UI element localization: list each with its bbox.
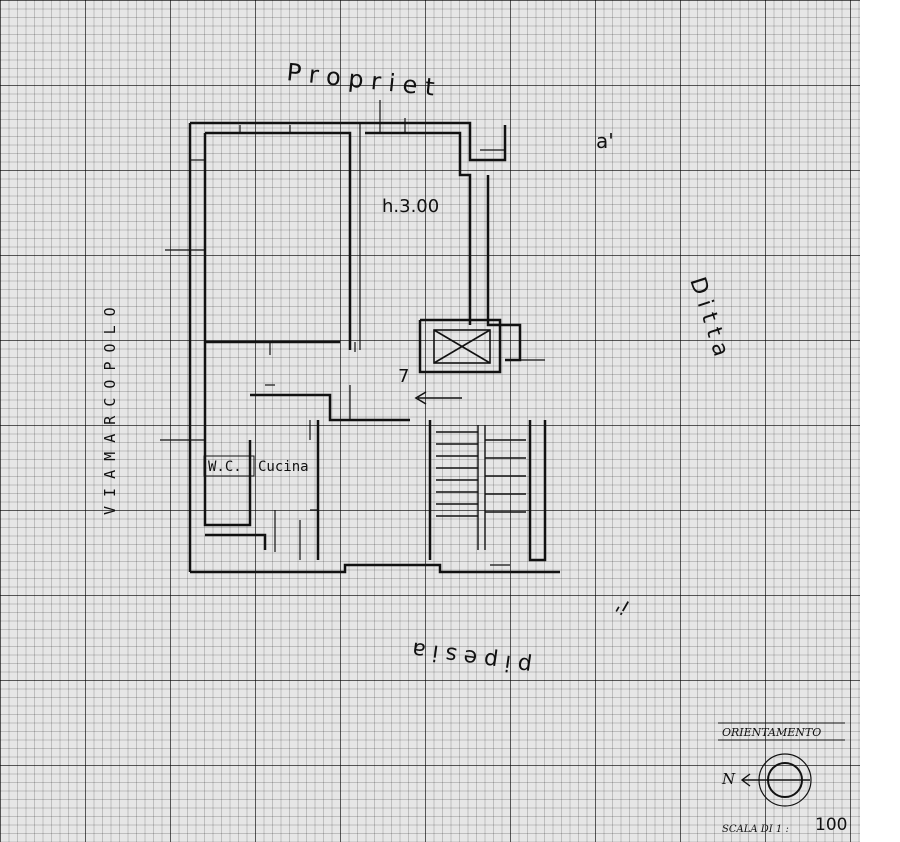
legend-scale-value: 100 (815, 815, 847, 835)
label-top-property: P r o p r i e t (285, 58, 435, 101)
wall-elevator-outer (418, 318, 502, 374)
wall-bath (203, 340, 252, 527)
label-bottom-name-tail: i' (612, 593, 634, 619)
legend-scale-label: SCALA DI 1 : (722, 824, 789, 835)
wall-details (160, 100, 545, 566)
label-bottom-name: p i p e s i a (410, 636, 533, 678)
wall-top-inner (205, 131, 352, 350)
outer-walls (188, 121, 560, 574)
label-box-bath (203, 455, 255, 477)
sheet-edge (860, 0, 900, 842)
entrance-arrow (414, 391, 462, 405)
wall-mid-east (365, 131, 472, 325)
elevator-shaft (433, 329, 491, 364)
wall-south-inner (205, 533, 267, 550)
wall-top (190, 121, 507, 162)
legend-orientation-title: ORIENTAMENTO (722, 726, 821, 739)
label-wc: W.C. (208, 459, 242, 475)
legend-north-letter: N (721, 770, 736, 788)
orientation-legend: ORIENTAMENTO N SCALA DI 1 : 100 (718, 722, 847, 835)
label-kitchen: Cucina (258, 459, 309, 475)
label-street: V I A M A R C O P O L O (101, 307, 119, 515)
staircase (436, 425, 526, 550)
label-ditta: D i t t a (684, 274, 733, 359)
wall-partition-lower (250, 393, 410, 422)
wall-east-upper (486, 175, 522, 362)
label-arrow-number: 7 (398, 366, 409, 387)
wall-south (190, 563, 560, 574)
wall-stair-east (528, 420, 547, 562)
label-top-property-tail: a' (596, 129, 614, 153)
floor-plan-drawing: P r o p r i e t a' h.3.00 D i t t a p i … (101, 58, 847, 835)
label-height-note: h.3.00 (382, 196, 439, 217)
